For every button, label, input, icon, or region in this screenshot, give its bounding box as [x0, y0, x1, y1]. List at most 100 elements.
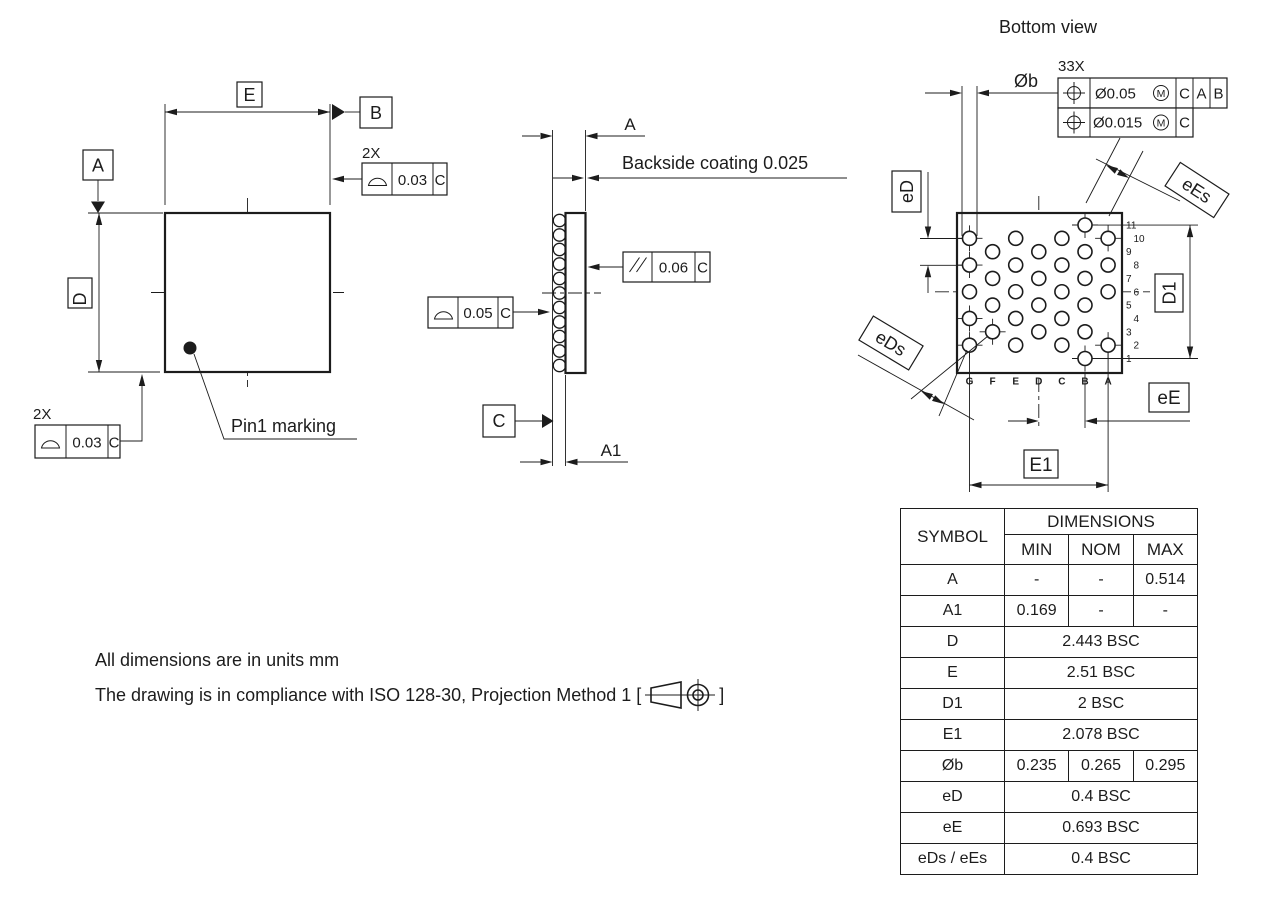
row-label-11: 11: [1126, 221, 1137, 232]
fcf1-modifier: M: [1157, 88, 1166, 100]
value-cell: 2.51 BSC: [1004, 657, 1198, 689]
solder-ball-G4: [956, 305, 983, 332]
solder-ball-B11: [1072, 212, 1098, 238]
datum-a-label: A: [92, 156, 104, 176]
dim-eds-label-box: eDs: [858, 315, 924, 371]
fcf2-datum-c: C: [1179, 115, 1190, 132]
symbol-cell: D: [900, 626, 1005, 658]
value-cell: 2 BSC: [1004, 688, 1198, 720]
fcf2-tolerance: Ø0.015: [1093, 115, 1142, 132]
dim-d-label-box: [67, 277, 93, 309]
dim-e1-label-box: [1023, 449, 1059, 479]
fcf-profile-bottom: [34, 424, 121, 459]
symbol-cell: eE: [900, 812, 1005, 844]
note-projection-bracket: ]: [719, 684, 725, 705]
col-label-D: D: [1035, 377, 1042, 388]
symbol-cell: E1: [900, 719, 1005, 751]
note-units: All dimensions are in units mm: [95, 650, 340, 670]
datum-b-box: [359, 96, 393, 129]
value-cell: -: [1132, 595, 1199, 627]
fcf-top-datum: C: [435, 172, 446, 189]
profile-tolerance: 0.05: [463, 305, 492, 322]
datum-b-triangle: [332, 104, 345, 120]
row-label-7: 7: [1126, 274, 1132, 285]
package-body-bottom-view: [955, 211, 1124, 375]
dim-ed-label: eD: [897, 180, 917, 203]
datum-c-triangle: [542, 414, 554, 428]
dim-e-label-box: [236, 81, 263, 108]
row-label-6: 6: [1134, 287, 1140, 298]
fcf-bottom-datum: C: [109, 435, 120, 452]
profile-symbol-icon: [40, 440, 61, 449]
dim-ees-label-box: eEs: [1164, 161, 1230, 219]
table-header-max: MAX: [1132, 534, 1199, 565]
solder-ball-B7: [1077, 270, 1093, 287]
table-row-A: A--0.514: [900, 564, 1199, 596]
dim-e1-label: E1: [1029, 455, 1052, 476]
value-cell: 2.078 BSC: [1004, 719, 1198, 751]
parallelism-tolerance: 0.06: [659, 260, 688, 277]
solder-ball-C10: [1054, 230, 1070, 247]
fcf-bottom-tolerance: 0.03: [72, 435, 101, 452]
solder-ball-A10: [1095, 225, 1122, 252]
value-cell: 0.4 BSC: [1004, 843, 1198, 875]
solder-ball-D5: [1031, 297, 1047, 313]
table-header-min: MIN: [1003, 534, 1070, 565]
coating-note: Backside coating 0.025: [622, 153, 808, 173]
d-extension-lines: [88, 212, 163, 373]
ball-grid: [956, 212, 1122, 372]
dim-d1-label-box: [1154, 273, 1184, 313]
symbol-cell: eD: [900, 781, 1005, 813]
row-label-8: 8: [1134, 261, 1140, 272]
value-cell: 0.4 BSC: [1004, 781, 1198, 813]
solder-ball-D3: [1031, 323, 1047, 340]
symbol-cell: D1: [900, 688, 1005, 720]
table-header-dimensions: DIMENSIONS: [1004, 508, 1198, 535]
side-ball: [552, 213, 567, 228]
dim-a1-label: A1: [601, 441, 622, 460]
row-label-10: 10: [1134, 234, 1146, 245]
side-ball: [552, 257, 567, 271]
count-2x-top: 2X: [362, 145, 380, 162]
solder-ball-C4: [1054, 310, 1070, 327]
value-cell: 0.693 BSC: [1004, 812, 1198, 844]
row-label-2: 2: [1134, 341, 1140, 352]
value-cell: 0.514: [1132, 564, 1199, 596]
table-row-eDs / eEs: eDs / eEs0.4 BSC: [900, 843, 1198, 875]
pin1-leader-line: [193, 353, 357, 440]
value-cell: 2.443 BSC: [1004, 626, 1198, 658]
profile-symbol-icon: [433, 311, 454, 320]
solder-ball-B9: [1077, 243, 1093, 260]
solder-ball-E6: [1007, 283, 1024, 300]
row-label-9: 9: [1126, 247, 1132, 258]
row-label-1: 1: [1126, 354, 1132, 365]
dim-ed-label-box: [891, 170, 922, 213]
value-cell: 0.235: [1003, 750, 1070, 782]
side-ball: [552, 271, 567, 286]
col-label-E: E: [1012, 377, 1019, 388]
solder-ball-C6: [1054, 283, 1070, 300]
position-symbol-icon: [1063, 82, 1085, 134]
symbol-cell: E: [900, 657, 1005, 689]
ball-count-label: 33X: [1058, 58, 1085, 75]
side-ball: [552, 315, 567, 329]
solder-ball-B5: [1077, 297, 1093, 313]
symbol-cell: A: [900, 564, 1005, 596]
value-cell: -: [1068, 595, 1134, 627]
symbol-cell: Øb: [900, 750, 1005, 782]
solder-ball-C2: [1054, 337, 1070, 353]
symbol-cell: A1: [900, 595, 1005, 627]
note-projection-text: The drawing is in compliance with ISO 12…: [95, 684, 642, 705]
bottom-view-title: Bottom view: [999, 17, 1098, 37]
fcf-position-row1: [1057, 77, 1228, 109]
side-ball: [552, 228, 567, 242]
